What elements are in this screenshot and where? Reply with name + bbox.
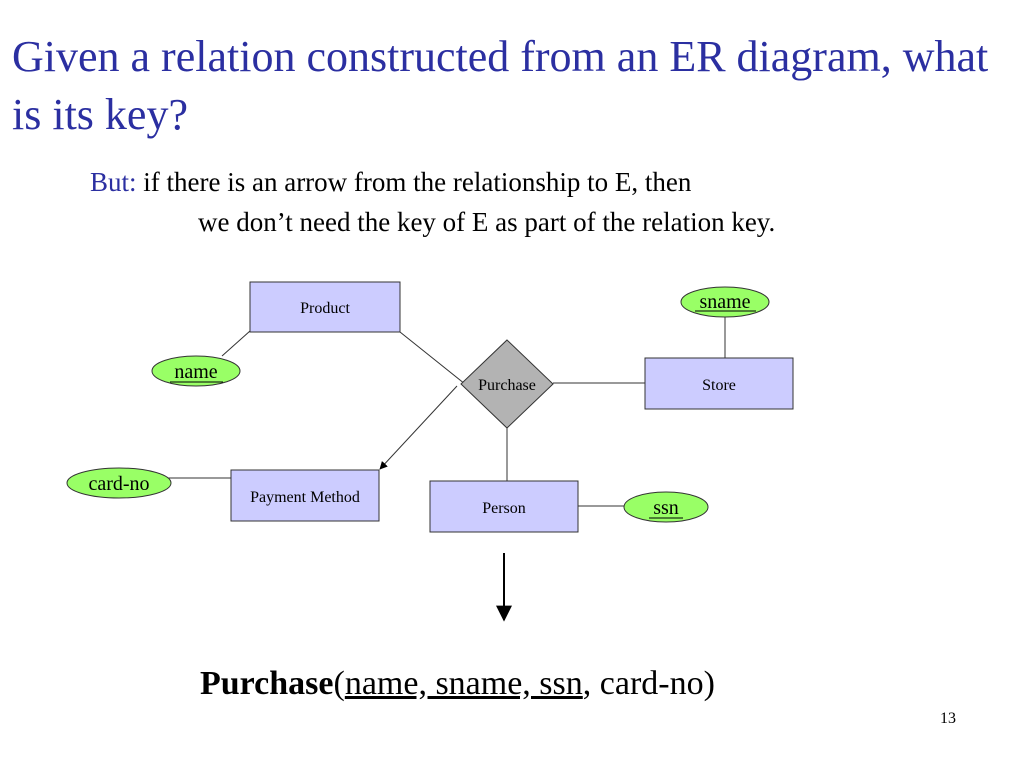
entity-product-label: Product [300, 300, 350, 317]
but-line: But: if there is an arrow from the relat… [90, 165, 691, 199]
line-name-product [221, 330, 251, 357]
but-text: if there is an arrow from the relationsh… [136, 167, 692, 197]
result-key-attributes: name, sname, ssn [344, 665, 583, 702]
line-product-purchase [399, 331, 466, 385]
arrow-purchase-payment [379, 385, 458, 470]
page-number: 13 [940, 710, 956, 727]
entity-payment-method [230, 469, 380, 522]
attribute-sname [680, 286, 770, 318]
relationship-purchase [460, 339, 554, 429]
result-relation-name: Purchase [200, 665, 334, 702]
entity-person-label: Person [482, 500, 526, 517]
result-rest: , card-no) [582, 665, 715, 702]
entity-store [644, 357, 794, 410]
entity-product [249, 281, 401, 333]
entity-store-label: Store [702, 377, 736, 394]
attribute-ssn-label: ssn [653, 497, 679, 519]
attribute-card-no-label: card-no [88, 473, 149, 495]
attribute-name [151, 355, 241, 387]
attribute-card-no [66, 467, 172, 499]
then-line: we don’t need the key of E as part of th… [198, 207, 776, 237]
result-relation: Purchase(name, sname, ssn, card-no) [200, 662, 715, 706]
entity-person [429, 480, 579, 533]
relationship-purchase-label: Purchase [478, 377, 536, 394]
entity-payment-method-label: Payment Method [250, 489, 360, 506]
attribute-name-label: name [174, 361, 217, 383]
slide-title: Given a relation constructed from an ER … [12, 32, 989, 139]
attribute-ssn [623, 491, 709, 523]
result-open-paren: ( [333, 665, 345, 702]
but-label: But: [90, 167, 137, 197]
attribute-sname-label: sname [699, 291, 750, 313]
